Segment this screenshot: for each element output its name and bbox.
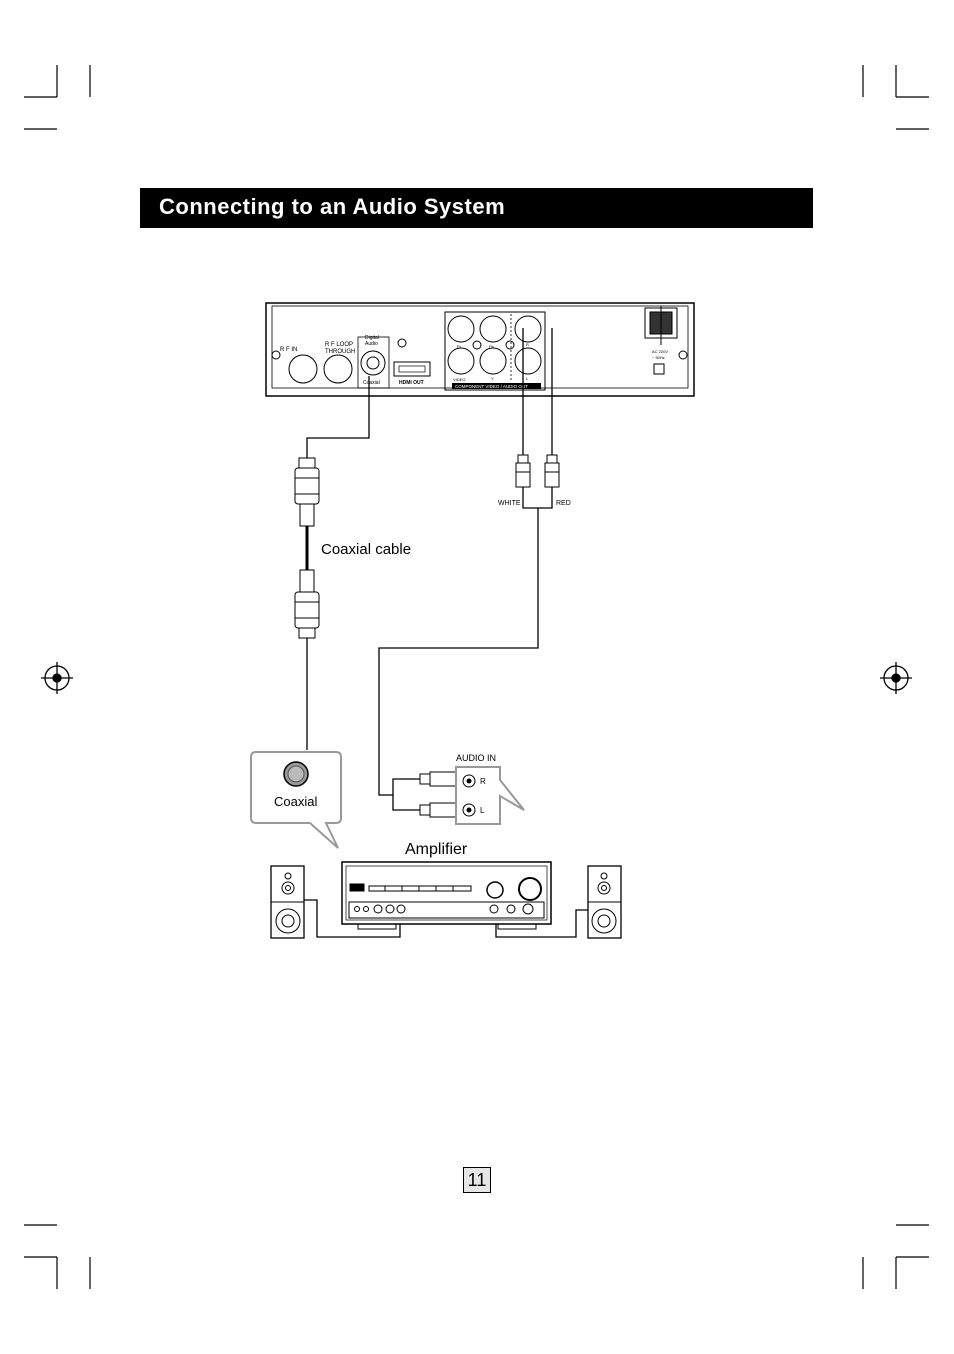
left-speaker — [270, 865, 305, 939]
digital-audio-label-2: Audio — [365, 341, 378, 347]
rca-audio-cable — [378, 328, 560, 818]
page-number: 11 — [463, 1167, 491, 1193]
power-label-1: AC 220V — [652, 349, 668, 354]
red-label: RED — [556, 500, 571, 507]
video-jack — [447, 347, 475, 375]
pb-jack — [479, 315, 507, 343]
coaxial-jack — [360, 350, 386, 376]
audio-in-l-label: L — [480, 806, 485, 815]
audio-l-jack — [514, 347, 542, 375]
speaker-wires — [304, 899, 588, 938]
coaxial-port-label: Coaxial — [363, 380, 380, 386]
right-speaker — [587, 865, 622, 939]
amplifier — [341, 861, 552, 930]
hdmi-port — [393, 361, 431, 377]
audio-in-label: AUDIO IN — [456, 753, 496, 763]
power-label-2: ~ 50Hz — [652, 355, 665, 360]
audio-r-jack — [514, 315, 542, 343]
audio-l-port-label: L — [526, 376, 529, 381]
component-out-label: COMPONENT VIDEO / AUDIO OUT — [455, 384, 528, 389]
coaxial-callout-label: Coaxial — [274, 794, 317, 809]
rf-in-label: R F IN — [280, 347, 297, 353]
registration-mark-left — [41, 662, 73, 694]
white-label: WHITE — [498, 500, 521, 507]
crop-marks — [24, 65, 929, 1289]
hdmi-out-label: HDMI OUT — [399, 380, 424, 386]
pb-label: Pb — [489, 344, 495, 349]
page-title: Connecting to an Audio System — [159, 194, 506, 219]
audio-in-r-label: R — [480, 777, 486, 786]
registration-mark-right — [880, 662, 912, 694]
y-jack — [479, 347, 507, 375]
rf-loop-jack — [323, 354, 353, 384]
coaxial-cable — [294, 376, 370, 750]
player-back-panel: R F IN R F LOOP THROUGH Digital Audio Co… — [265, 302, 695, 397]
pr-label: Pr — [457, 344, 462, 349]
rf-loop-label-1: R F LOOP — [325, 342, 353, 348]
amplifier-label: Amplifier — [405, 841, 468, 858]
coaxial-cable-label: Coaxial cable — [321, 541, 411, 558]
coaxial-callout: Coaxial — [250, 751, 342, 849]
digital-audio-label-1: Digital — [365, 335, 379, 341]
pr-jack — [447, 315, 475, 343]
video-label: VIDEO — [453, 377, 465, 382]
audio-in-callout: AUDIO IN R L — [455, 753, 525, 825]
section-title-bar: Connecting to an Audio System — [140, 188, 813, 228]
rf-loop-label-2: THROUGH — [325, 349, 355, 355]
rf-in-jack — [288, 354, 318, 384]
audio-r-port-label: R — [526, 342, 529, 347]
y-label: Y — [491, 376, 494, 381]
